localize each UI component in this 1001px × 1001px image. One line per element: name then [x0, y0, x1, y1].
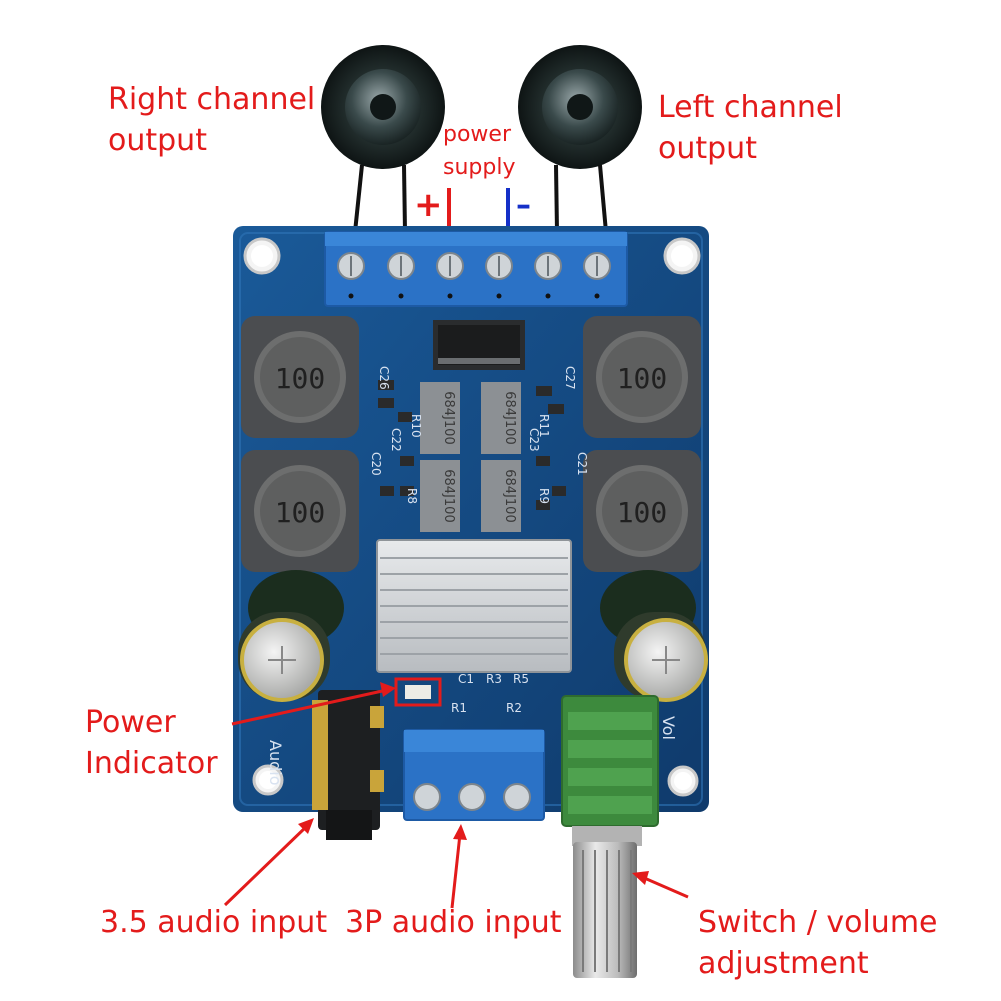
right-channel-label: Right channel output — [108, 80, 315, 161]
power-led — [394, 677, 442, 707]
inductor-top-left: 100 — [241, 316, 359, 438]
left-channel-label: Left channel output — [658, 88, 843, 169]
input-terminal-block — [403, 729, 545, 821]
audio-jack — [312, 690, 384, 840]
power-indicator-line-1: Power — [85, 705, 176, 740]
switch-volume-line-2: adjustment — [698, 945, 869, 981]
svg-text:R3: R3 — [486, 672, 502, 686]
film-capacitors: 684J100 684J100 684J100 684J100 — [420, 382, 521, 532]
inductor-bottom-right: 100 — [583, 450, 701, 572]
plus-mark: + — [414, 185, 443, 225]
svg-text:Vol: Vol — [659, 716, 678, 740]
output-terminal-block — [324, 231, 628, 307]
svg-text:R5: R5 — [513, 672, 529, 686]
right-speaker-icon — [321, 45, 445, 169]
switch-volume-label: Switch / volume adjustment — [698, 903, 938, 984]
svg-text:R10: R10 — [409, 414, 423, 438]
inductor-bottom-left: 100 — [241, 450, 359, 572]
svg-text:100: 100 — [617, 496, 668, 529]
svg-text:C22: C22 — [389, 428, 403, 452]
svg-text:684J100: 684J100 — [441, 391, 456, 444]
diode — [433, 320, 525, 370]
svg-text:100: 100 — [275, 496, 326, 529]
svg-text:C26: C26 — [377, 366, 391, 390]
left-speaker-icon — [518, 45, 642, 169]
svg-text:R11: R11 — [537, 414, 551, 438]
svg-text:Audio: Audio — [266, 740, 285, 785]
speaker-wires — [353, 164, 608, 233]
svg-text:R2: R2 — [506, 701, 522, 715]
svg-text:684J100: 684J100 — [502, 469, 517, 522]
svg-text:100: 100 — [617, 362, 668, 395]
annotation-arrows — [223, 682, 689, 909]
svg-text:C23: C23 — [527, 428, 541, 452]
power-indicator-line-2: Indicator — [85, 745, 218, 781]
minus-mark: – — [516, 188, 531, 223]
power-supply-line-2: supply — [443, 155, 516, 180]
svg-text:C1: C1 — [458, 672, 474, 686]
svg-text:C20: C20 — [369, 452, 383, 476]
svg-text:C27: C27 — [563, 366, 577, 390]
left-channel-line-1: Left channel — [658, 90, 843, 125]
left-channel-line-2: output — [658, 130, 757, 166]
right-channel-line-2: output — [108, 122, 207, 158]
electrolytic-cap-right — [600, 570, 708, 702]
heatsink — [376, 539, 572, 673]
electrolytic-cap-left — [238, 570, 344, 702]
audio-35-input-label: 3.5 audio input — [100, 905, 328, 940]
power-supply-label: power supply — [443, 118, 515, 184]
svg-text:C21: C21 — [575, 452, 589, 476]
svg-text:684J100: 684J100 — [441, 469, 456, 522]
power-supply-line-1: power — [443, 122, 511, 147]
switch-volume-line-1: Switch / volume — [698, 905, 938, 940]
volume-potentiometer — [561, 695, 659, 978]
svg-text:R9: R9 — [537, 488, 551, 504]
inductor-top-right: 100 — [583, 316, 701, 438]
audio-3p-input-label: 3P audio input — [345, 905, 562, 940]
svg-text:100: 100 — [275, 362, 326, 395]
svg-text:684J100: 684J100 — [502, 391, 517, 444]
svg-text:R8: R8 — [405, 488, 419, 504]
right-channel-line-1: Right channel — [108, 82, 316, 117]
power-indicator-label: Power Indicator — [85, 703, 218, 784]
svg-text:R1: R1 — [451, 701, 467, 715]
smd-components — [378, 380, 566, 510]
silkscreen: C26 C27 C20 C21 C22 C23 R10 R11 R8 R9 R1… — [266, 366, 678, 785]
